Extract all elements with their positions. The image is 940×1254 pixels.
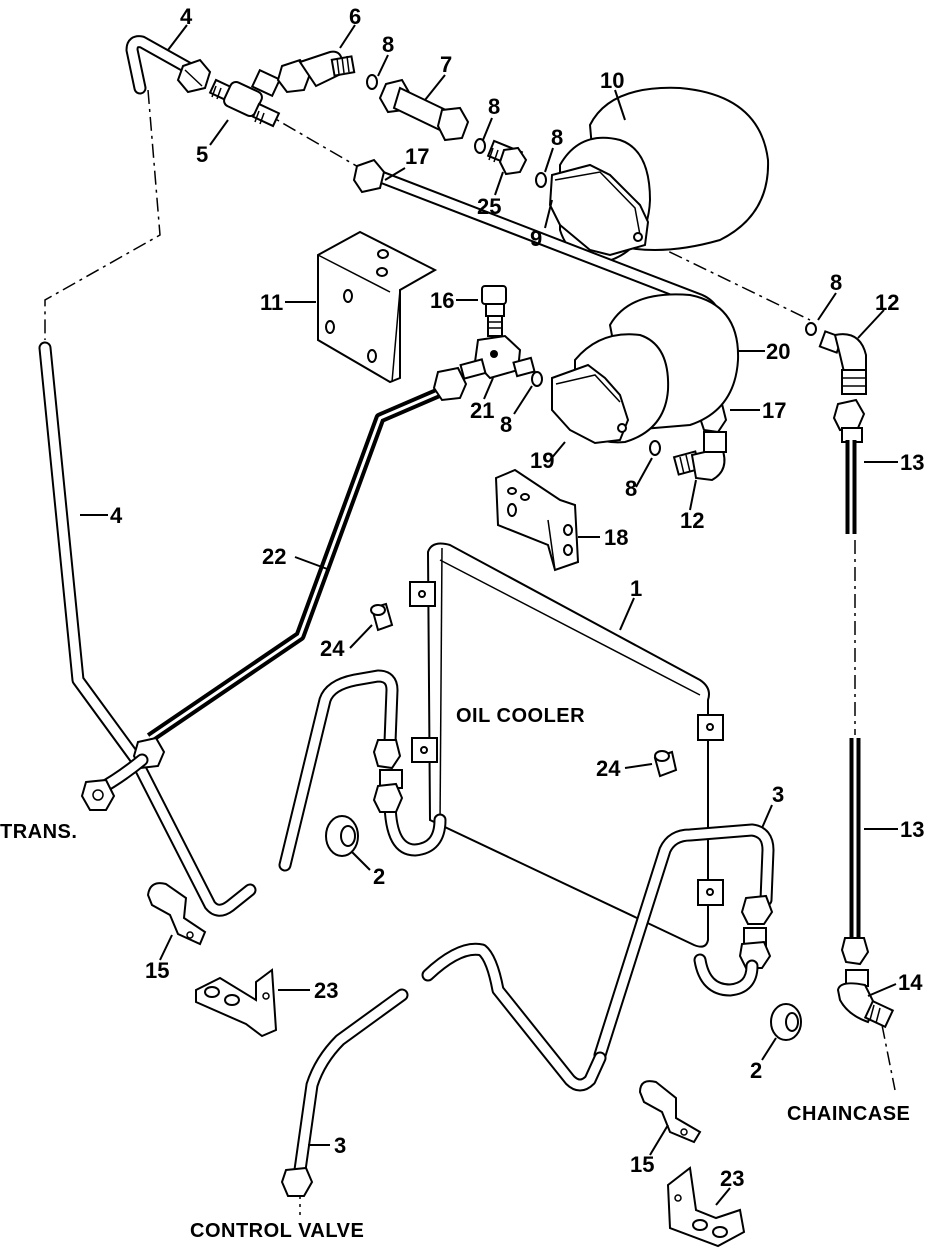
tube-4-long [38,341,257,917]
callout-17: 17 [405,144,429,169]
o-rings [366,74,817,456]
callout-15: 15 [630,1152,654,1177]
callout-4: 4 [110,503,123,528]
callout-2: 2 [750,1058,762,1083]
grommets-24 [370,602,678,778]
callout-13: 13 [900,817,924,842]
callout-25: 25 [477,194,501,219]
elbow-fitting-6 [276,50,356,94]
callout-23: 23 [314,978,338,1003]
tube-3-right [421,823,775,1092]
tee-fitting-5 [208,68,282,128]
trans-label: TRANS. [0,821,77,843]
callout-22: 22 [262,544,286,569]
oil-cooler-label: OIL COOLER [456,705,585,727]
callout-17: 17 [762,398,786,423]
hose-13-lower [840,738,870,966]
callout-1: 1 [630,576,642,601]
hose-22 [80,366,468,811]
chaincase-label: CHAINCASE [787,1103,910,1125]
brackets-23 [195,968,746,1248]
leader-lines [80,24,898,1206]
callout-16: 16 [430,288,454,313]
callout-21: 21 [470,398,494,423]
callout-8: 8 [625,476,637,501]
callout-3: 3 [772,782,784,807]
tube-3-left [278,669,447,872]
elbow-fitting-12-upper [818,330,867,395]
callout-2: 2 [373,864,385,889]
callout-12: 12 [680,508,704,533]
callout-8: 8 [551,125,563,150]
callout-13: 13 [900,450,924,475]
switch-16 [481,285,507,337]
text-labels: OIL COOLER TRANS. CHAINCASE CONTROL VALV… [0,705,910,1242]
tube-4-upper [125,35,212,95]
grommets-2 [325,815,802,1041]
callout-5: 5 [196,142,208,167]
clamps-15 [146,882,702,1144]
callout-numbers: 4 6 8 7 10 5 8 8 17 25 9 11 16 8 12 20 2… [110,4,924,1191]
filter-10 [548,86,770,264]
control-valve-label: CONTROL VALVE [190,1220,364,1242]
callout-8: 8 [488,94,500,119]
callout-3: 3 [334,1133,346,1158]
callout-4: 4 [180,4,193,29]
elbow-fitting-12-lower [672,431,727,482]
callout-6: 6 [349,4,361,29]
callout-8: 8 [382,32,394,57]
callout-23: 23 [720,1166,744,1191]
callout-9: 9 [530,226,542,251]
oil-cooler-1 [409,542,724,948]
callout-10: 10 [600,68,624,93]
callout-7: 7 [440,52,452,77]
callout-8: 8 [830,270,842,295]
callout-19: 19 [530,448,554,473]
adapter-25 [486,139,528,176]
bracket-11 [317,230,438,384]
callout-12: 12 [875,290,899,315]
bracket-18 [494,468,580,572]
callout-20: 20 [766,339,790,364]
callout-11: 11 [260,290,283,315]
callout-8: 8 [500,412,512,437]
callout-15: 15 [145,958,169,983]
tee-fitting-21 [459,334,536,380]
callout-18: 18 [604,525,628,550]
filter-19-20 [551,293,740,445]
callout-14: 14 [898,970,923,995]
hose-13-upper [832,398,866,534]
callout-24: 24 [596,756,621,781]
tube-3-lower [280,988,409,1197]
elbow-fitting-14 [836,969,895,1029]
callout-24: 24 [320,636,345,661]
adapter-7 [378,78,470,142]
